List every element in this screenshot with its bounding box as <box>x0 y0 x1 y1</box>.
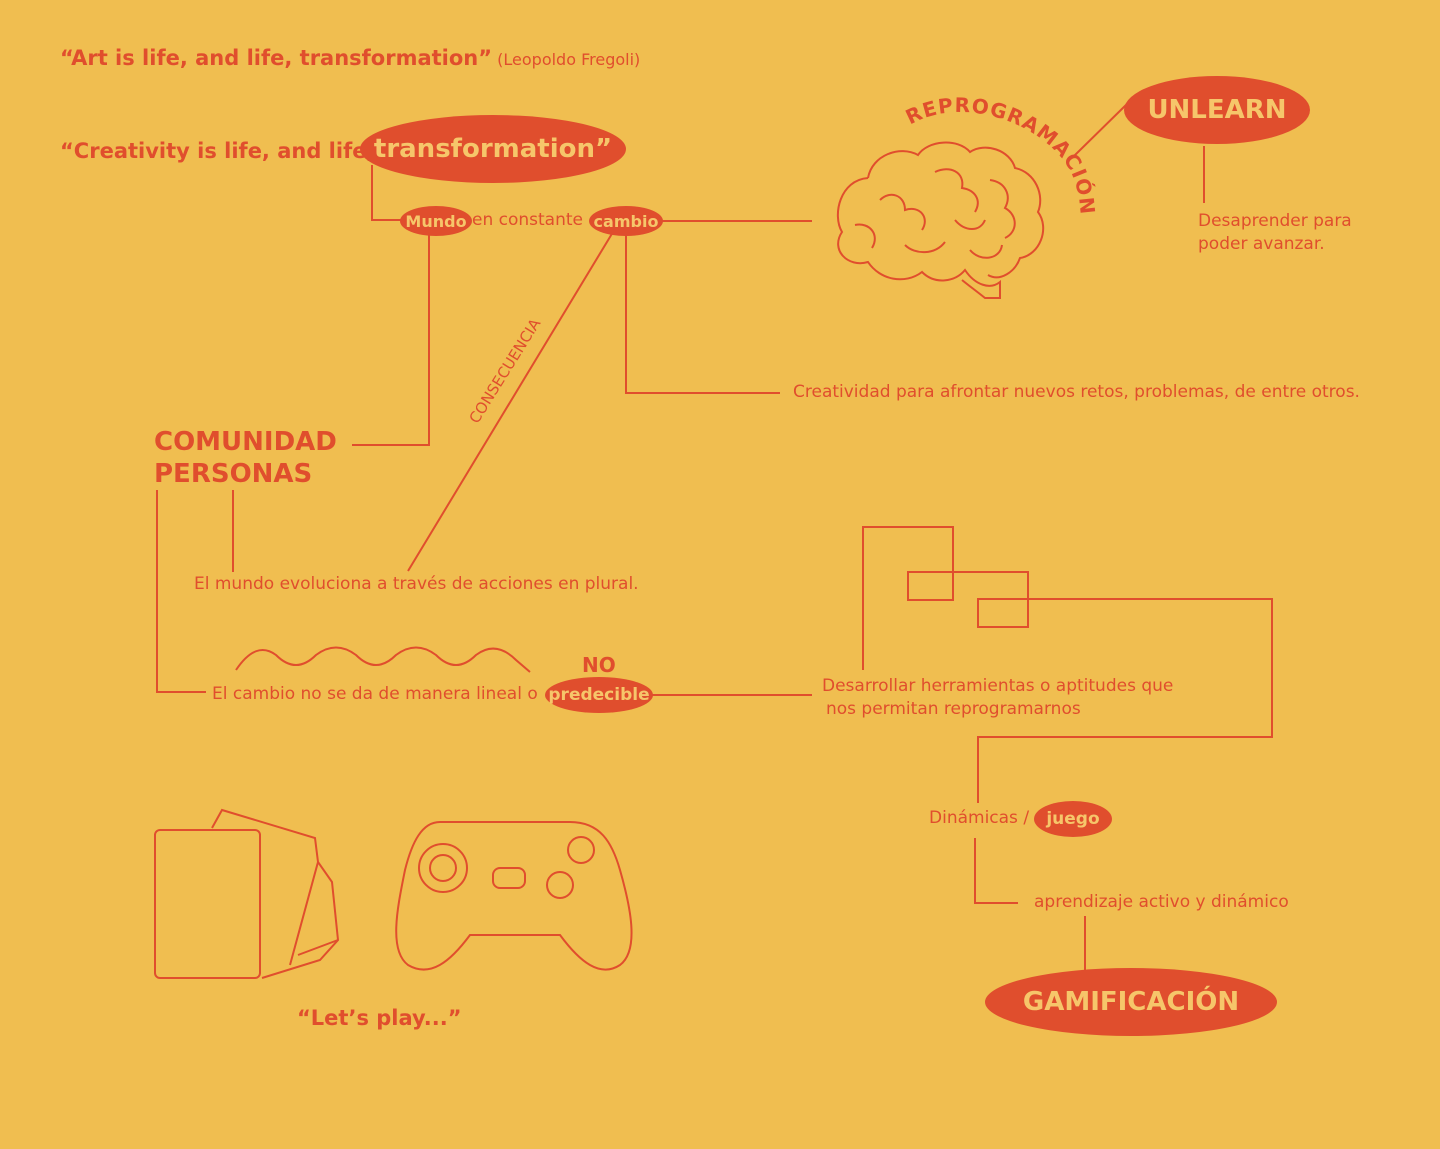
lets-play-text: “Let’s play...” <box>297 1006 462 1030</box>
gamepad-icon <box>395 821 633 971</box>
brain-icon <box>836 141 1045 299</box>
cards-icon <box>154 808 340 979</box>
transformation-pill: transformation” <box>360 115 626 183</box>
personas-label: PERSONAS <box>154 459 313 489</box>
desarrollar-line2: nos permitan reprogramarnos <box>826 699 1081 719</box>
wave-line <box>235 646 531 673</box>
comunidad-label: COMUNIDAD <box>154 427 337 457</box>
mundo-evoluciona-text: El mundo evoluciona a través de acciones… <box>194 574 639 594</box>
line-cambio-creatividad <box>625 234 780 394</box>
cambio-lineal-text: El cambio no se da de manera lineal o <box>212 684 538 704</box>
aprendizaje-text: aprendizaje activo y dinámico <box>1034 892 1289 912</box>
line-comunidad-cambio <box>156 490 206 693</box>
line-transformation-mundo <box>371 165 402 221</box>
mundo-pill: Mundo <box>400 206 472 236</box>
desaprender-line2: poder avanzar. <box>1198 234 1325 254</box>
dinamicas-text: Dinámicas / <box>929 808 1030 828</box>
quote-art: “Art is life, and life, transformation” … <box>60 46 640 70</box>
cambio-pill: cambio <box>589 206 663 236</box>
line-desarrollar-dinamicas <box>862 526 1273 803</box>
juego-pill: juego <box>1034 801 1112 837</box>
predecible-pill: predecible <box>545 677 653 713</box>
creatividad-text: Creatividad para afrontar nuevos retos, … <box>793 382 1360 402</box>
desaprender-text: Desaprender para poder avanzar. <box>1198 210 1352 256</box>
gamificacion-pill: GAMIFICACIÓN <box>985 968 1277 1036</box>
desaprender-line1: Desaprender para <box>1198 211 1352 231</box>
reprogramacion-label: REPROGRAMACIÓN <box>902 93 1100 216</box>
en-constante-text: en constante <box>472 210 583 230</box>
no-label: NO <box>582 653 616 677</box>
square-deco-1 <box>907 571 954 601</box>
quote-art-text: “Art is life, and life, transformation” <box>60 46 493 70</box>
unlearn-pill: UNLEARN <box>1124 76 1310 144</box>
comunidad-personas: COMUNIDAD PERSONAS <box>154 426 337 490</box>
line-mundo-comunidad <box>352 234 430 446</box>
quote-art-author: (Leopoldo Fregoli) <box>497 50 641 69</box>
line-brain-unlearn <box>1073 102 1129 157</box>
line-consecuencia <box>407 231 614 572</box>
desarrollar-text: Desarrollar herramientas o aptitudes que… <box>822 675 1173 721</box>
desarrollar-line1: Desarrollar herramientas o aptitudes que <box>822 676 1174 696</box>
quote-creativity: “Creativity is life, and life, <box>60 139 375 163</box>
line-dinamicas-aprendizaje <box>974 838 1018 904</box>
